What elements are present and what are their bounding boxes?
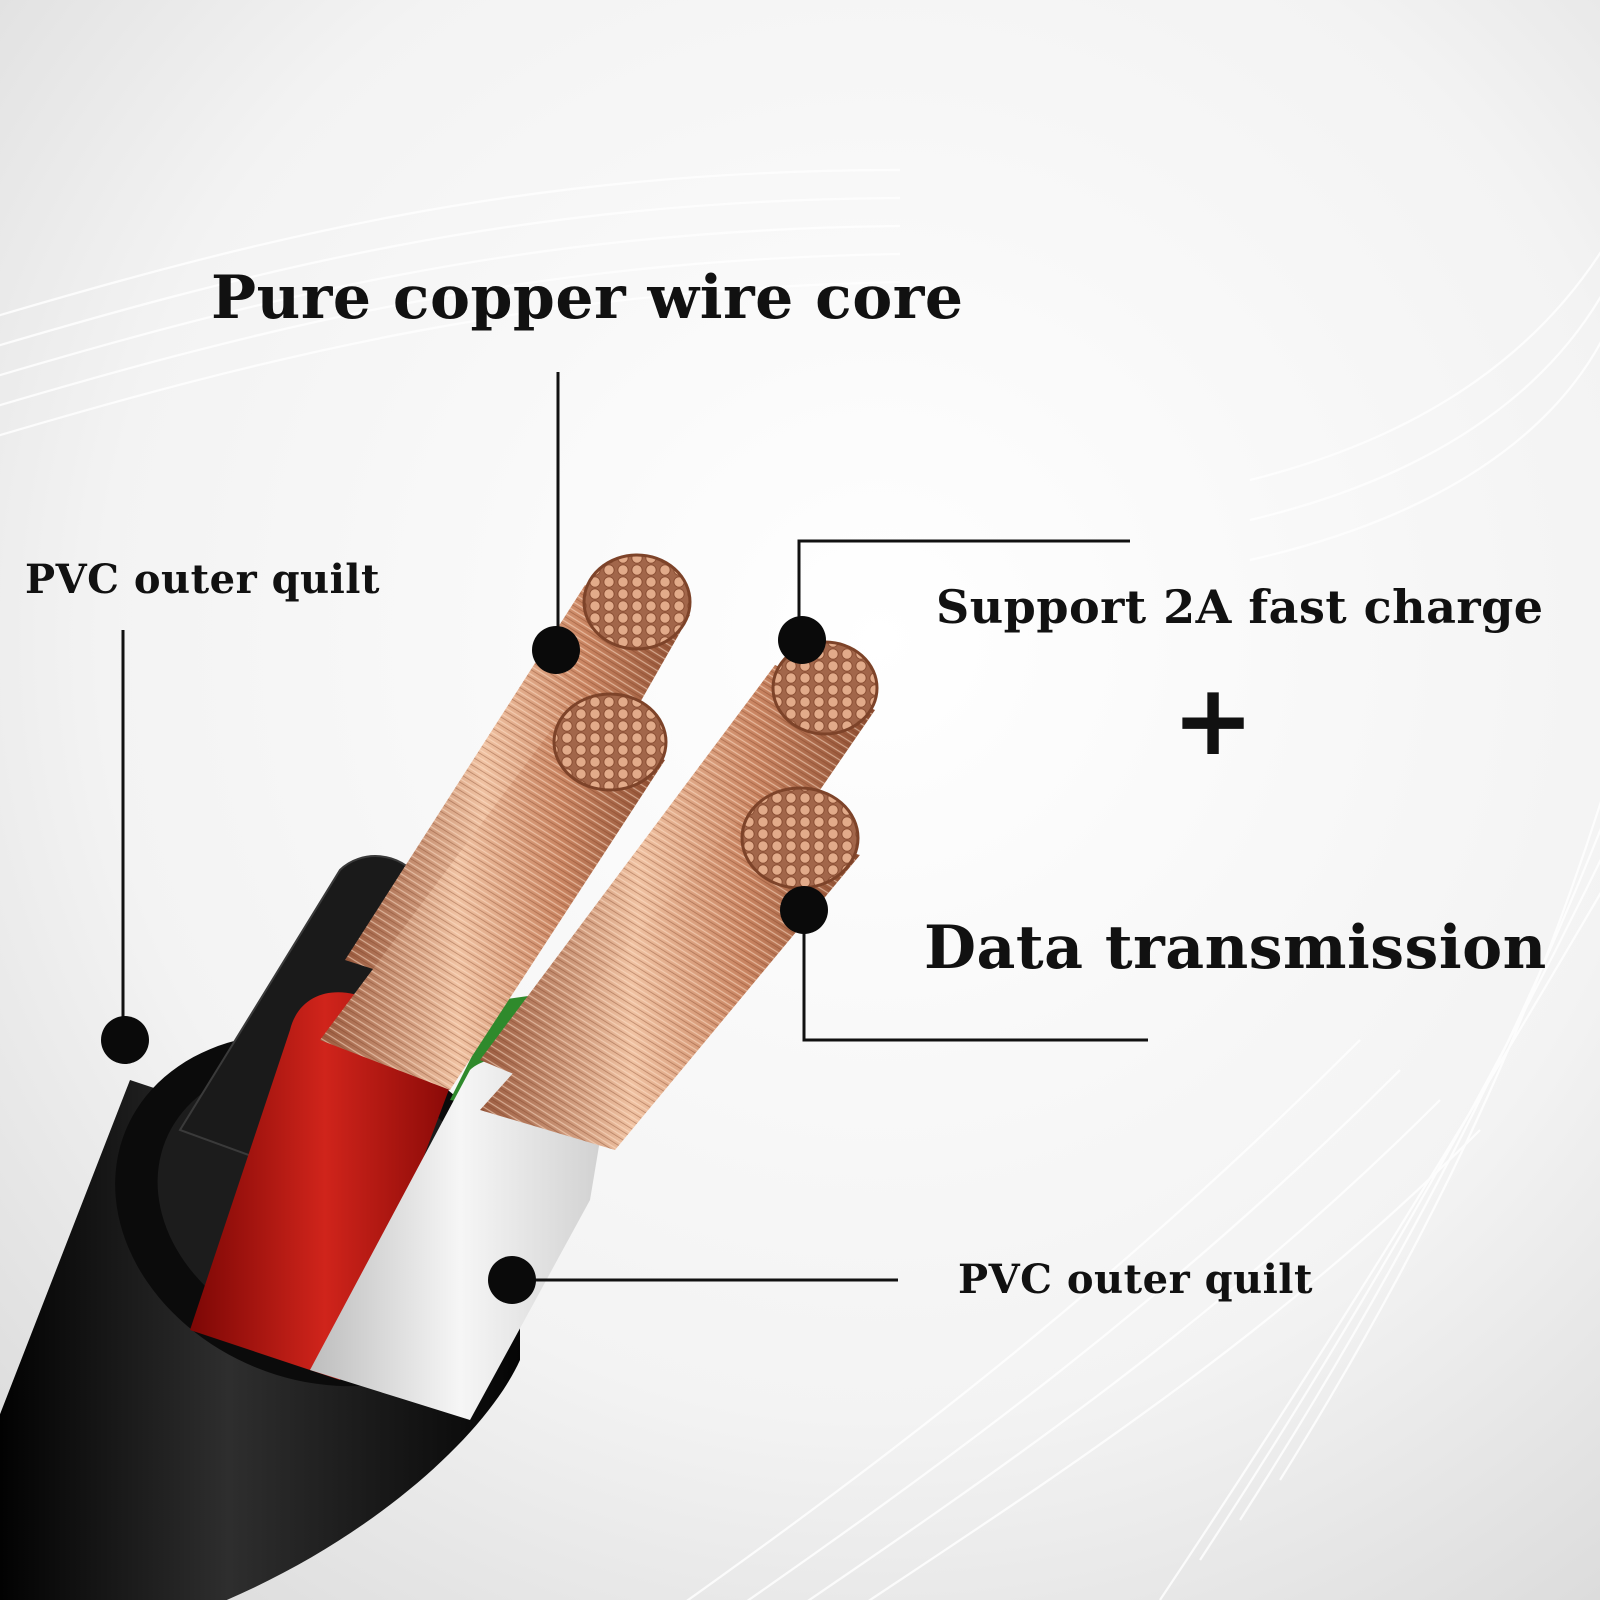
data-transmission-label: Data transmission xyxy=(924,913,1547,983)
copper-strands-front-right xyxy=(480,786,860,1150)
leader-line-fast-charge xyxy=(797,539,1130,632)
cable-illustration xyxy=(0,553,879,1600)
copper-strands-back-right xyxy=(480,640,879,1110)
background-swirl-lines xyxy=(0,168,1600,1600)
copper-core-label: Pure copper wire core xyxy=(211,263,964,333)
white-wire-insulation xyxy=(310,1056,610,1420)
leader-line-data xyxy=(802,908,1148,1042)
callout-dot-pvc-left xyxy=(101,1016,149,1064)
copper-strands-front-left xyxy=(320,692,668,1090)
fast-charge-label: Support 2A fast charge xyxy=(936,580,1544,634)
red-wire-insulation xyxy=(190,992,460,1380)
callout-dot-data xyxy=(780,886,828,934)
callout-dot-pvc-right xyxy=(488,1256,536,1304)
callout-dot-copper xyxy=(532,626,580,674)
plus-sign: + xyxy=(1172,664,1255,778)
callout-dot-fast-charge xyxy=(778,616,826,664)
leader-lines xyxy=(121,372,1148,1282)
pvc-outer-quilt-right-label: PVC outer quilt xyxy=(958,1256,1313,1303)
pvc-outer-quilt-left-label: PVC outer quilt xyxy=(25,556,380,603)
callout-dots xyxy=(101,616,828,1304)
